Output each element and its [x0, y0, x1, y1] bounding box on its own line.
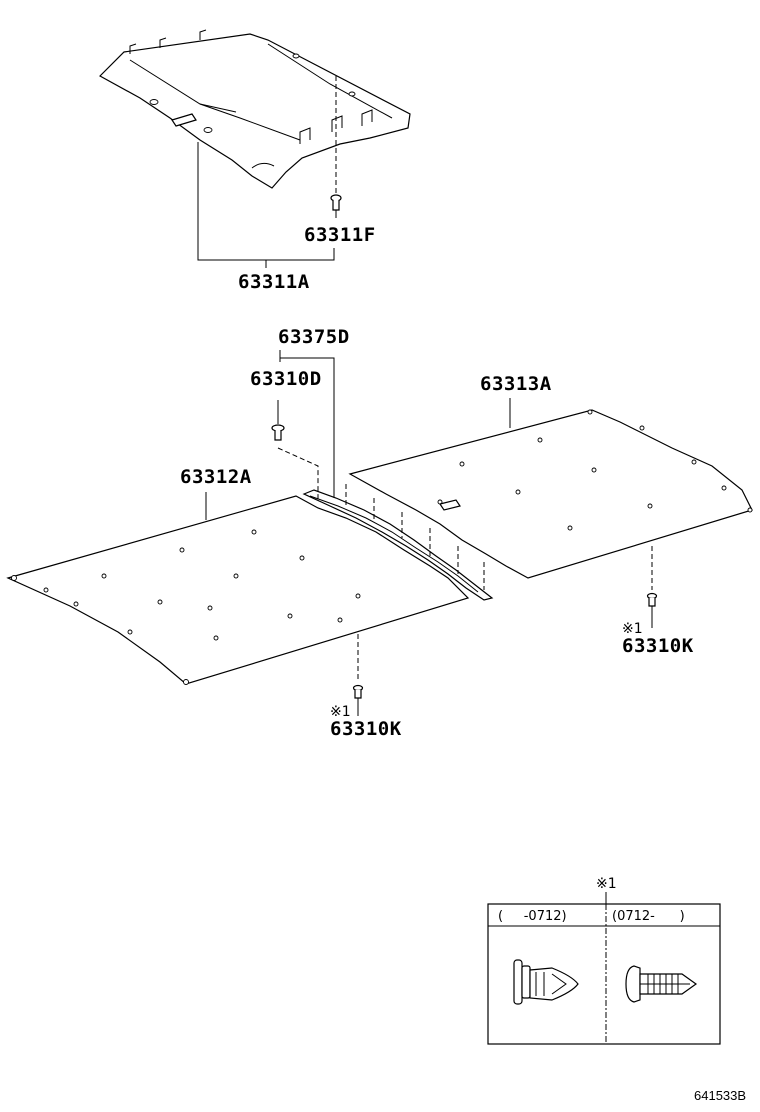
inset-mark-note: ※1: [596, 876, 617, 892]
label-clip-left: 63310K: [330, 718, 402, 740]
mark-note-right: ※1: [622, 621, 643, 637]
label-rail-clip: 63310D: [250, 368, 322, 390]
rear-panel-clip-icon: [646, 546, 658, 628]
label-front-panel: 63312A: [180, 466, 252, 488]
figure-id: 641533B: [694, 1088, 746, 1103]
inset-col1-header: ( -0712): [498, 909, 567, 924]
rear-panel-drawing: [348, 409, 753, 579]
label-rail: 63375D: [278, 326, 350, 348]
headliner-assembly-drawing: [99, 29, 411, 189]
label-clip-right: 63310K: [622, 635, 694, 657]
rail-dashed-guides: [277, 447, 485, 590]
front-panel-clip-icon: [352, 634, 364, 716]
clip-variant-inset: ※1 ( -0712) (0712- ): [487, 876, 721, 1045]
mark-note-left: ※1: [330, 704, 351, 720]
rail-clip-icon: [271, 400, 285, 441]
headliner-leader-lines: [197, 142, 335, 268]
roof-rail-drawing: [302, 489, 494, 601]
label-headliner-assy: 63311A: [238, 271, 310, 293]
label-headliner-clip: 63311F: [304, 224, 376, 246]
inset-col2-header: (0712- ): [612, 909, 685, 924]
panel-leader-lines: [205, 350, 511, 520]
headliner-clip-icon: [330, 76, 342, 218]
label-rear-panel: 63313A: [480, 373, 552, 395]
clip-new-style-icon: [625, 965, 698, 1003]
clip-old-style-icon: [513, 959, 579, 1005]
front-panel-drawing: [6, 495, 470, 685]
